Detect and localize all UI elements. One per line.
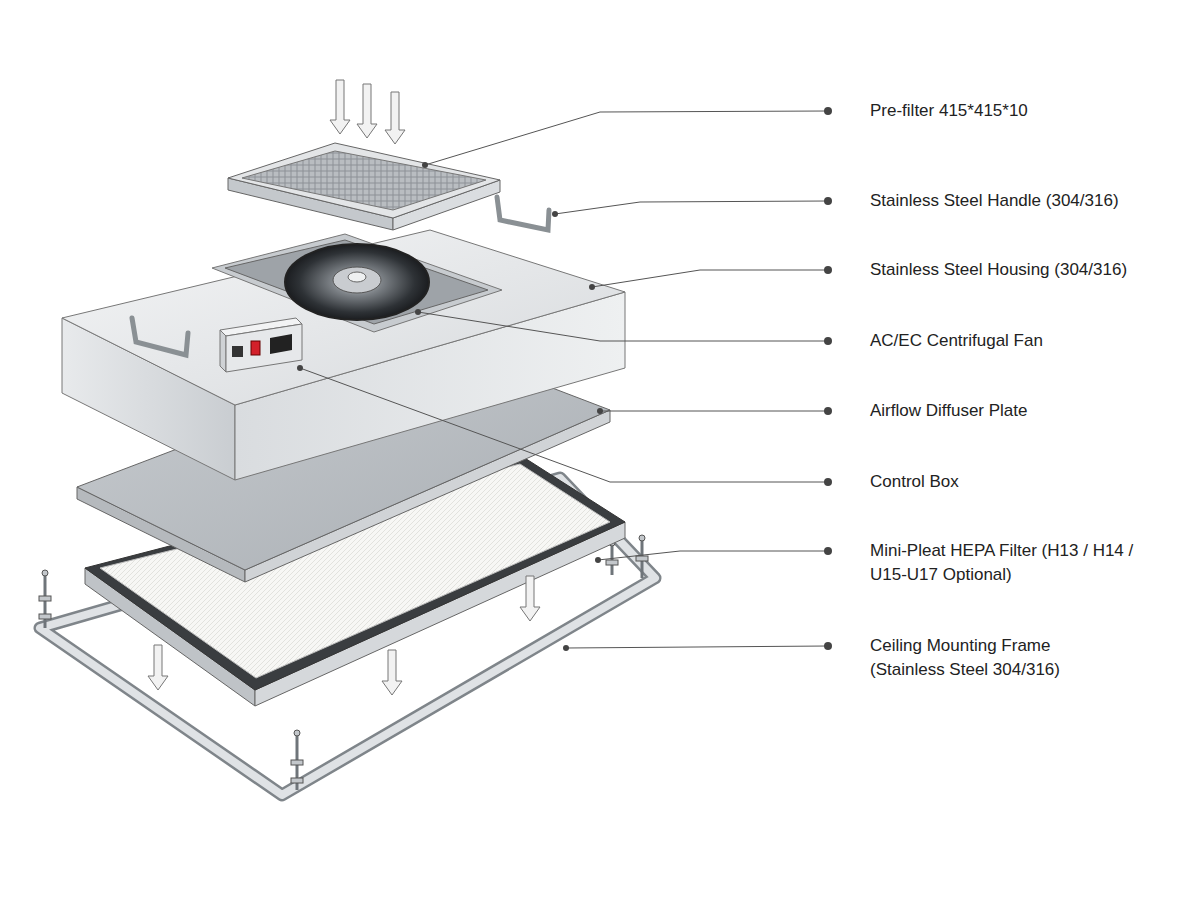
part-label: Stainless Steel Handle (304/316)	[870, 189, 1190, 213]
control-box	[220, 318, 302, 372]
part-label: Pre-filter 415*415*10	[870, 99, 1190, 123]
leader-dots	[297, 107, 832, 651]
airflow-arrows-bottom	[148, 576, 540, 695]
part-label: Mini-Pleat HEPA Filter (H13 / H14 / U15-…	[870, 539, 1170, 587]
pre-filter	[228, 143, 500, 230]
part-label: AC/EC Centrifugal Fan	[870, 329, 1190, 353]
airflow-arrows-top	[330, 80, 405, 144]
handles	[132, 197, 549, 355]
part-label: Control Box	[870, 470, 1190, 494]
housing	[62, 230, 625, 480]
part-label: Stainless Steel Housing (304/316)	[870, 258, 1190, 282]
part-label: Airflow Diffuser Plate	[870, 399, 1190, 423]
leader-lines	[300, 111, 828, 648]
part-label: Ceiling Mounting Frame (Stainless Steel …	[870, 634, 1100, 682]
